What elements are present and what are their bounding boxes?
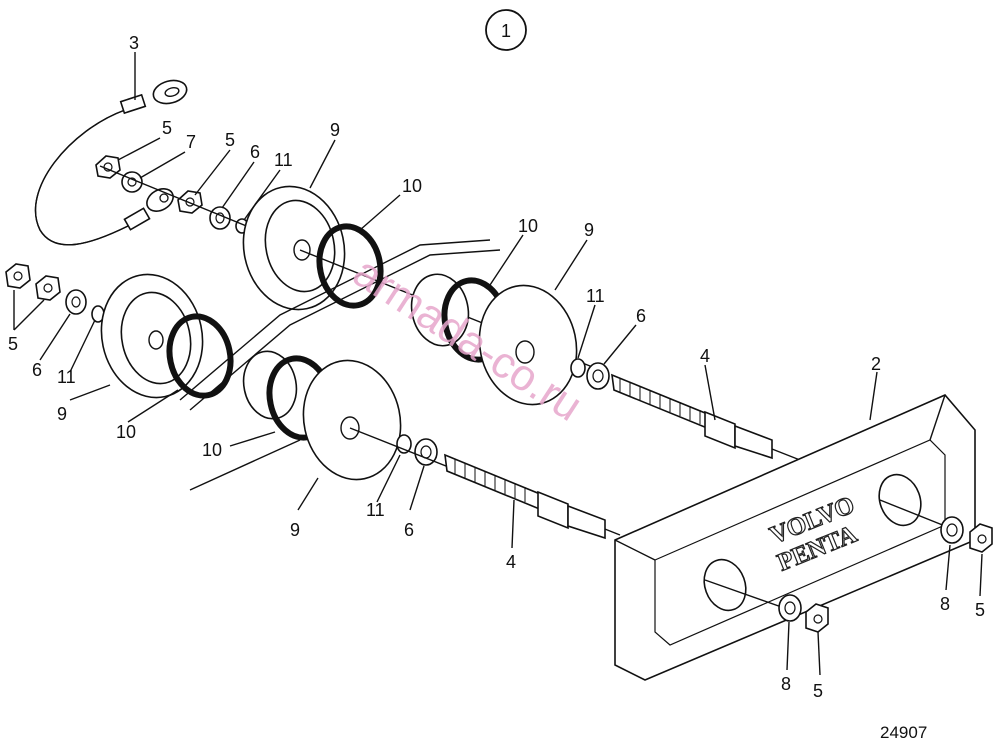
callout-11: 11 [366,500,385,520]
figure-number: 1 [501,21,511,41]
callout-11: 11 [586,286,605,306]
anode-plate: VOLVO PENTA [614,394,976,681]
lower-rubber-grommet [189,350,621,536]
callout-4: 4 [700,346,710,366]
callout-6: 6 [404,520,414,540]
callout-5: 5 [975,600,985,620]
callout-11: 11 [57,367,76,387]
left-hardware-stack [5,263,105,323]
callout-10: 10 [116,422,136,442]
callout-2: 2 [871,354,881,374]
callout-9: 9 [584,220,594,240]
figure-number-badge: 1 [485,9,527,51]
callout-3: 3 [129,33,139,53]
leader-lines [13,52,983,676]
ground-cable [34,79,188,246]
callout-9: 9 [290,520,300,540]
mid-rubber-grommet [410,273,610,406]
callout-10: 10 [518,216,538,236]
plate-fasteners [778,516,993,633]
callout-labels: 3 5 7 5 6 11 9 10 10 9 11 6 4 2 5 6 11 9… [8,33,985,701]
callout-8: 8 [940,594,950,614]
callout-10: 10 [202,440,222,460]
callout-5: 5 [813,681,823,701]
callout-11: 11 [274,150,293,170]
callout-5: 5 [225,130,235,150]
callout-6: 6 [32,360,42,380]
callout-6: 6 [250,142,260,162]
upper-rubber-grommet [242,185,384,311]
upper-hardware-stack [95,155,301,249]
left-rubber-grommet [100,273,234,399]
callout-10: 10 [402,176,422,196]
callout-9: 9 [57,404,67,424]
callout-8: 8 [781,674,791,694]
callout-9: 9 [330,120,340,140]
callout-5: 5 [8,334,18,354]
callout-4: 4 [506,552,516,572]
callout-6: 6 [636,306,646,326]
reference-code: 24907 [880,723,927,742]
upper-stud-bolt [611,373,801,461]
callout-5: 5 [162,118,172,138]
callout-7: 7 [186,132,196,152]
lower-stud-bolt [444,453,606,540]
